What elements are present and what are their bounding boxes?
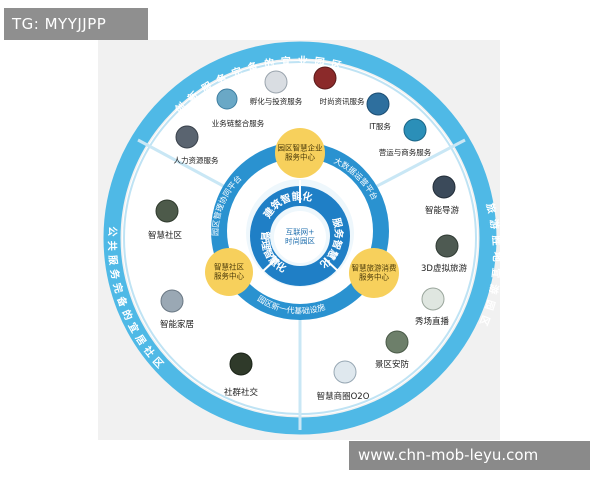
service-ops: 营运与商务服务 [379, 118, 432, 157]
core-center-label: 互联网+时尚园区 [285, 227, 315, 245]
hr-icon [175, 125, 199, 149]
o2o-icon [333, 360, 357, 384]
service-vr: 3D虚拟旅游 [421, 234, 467, 274]
watermark-bottom-text: www.chn-mob-leyu.com [358, 446, 539, 464]
chain-icon [216, 88, 238, 110]
label-fashion-info: 时尚资讯服务 [320, 96, 365, 106]
divider-right [359, 138, 466, 197]
label-community: 智慧社区 [148, 230, 183, 241]
live-icon [421, 287, 445, 311]
service-chain: 业务链整合服务 [212, 88, 265, 128]
watermark-bottom: www.chn-mob-leyu.com [349, 441, 590, 470]
label-o2o: 智慧商圈O2O [317, 391, 370, 402]
security-icon [385, 330, 409, 354]
label-hr: 人力资源服务 [174, 155, 219, 165]
service-live: 秀场直播 [415, 287, 450, 327]
community-icon [155, 199, 179, 223]
service-center-community: 智慧社区服务中心 [205, 248, 253, 296]
core-divider-right [323, 257, 340, 273]
label-chain: 业务链整合服务 [212, 118, 265, 128]
service-guide: 智能导游 [425, 175, 460, 216]
watermark-top-text: TG: MYYJJPP [12, 15, 107, 33]
label-it: IT服务 [369, 121, 391, 131]
service-incubation: 孵化与投资服务 [250, 70, 303, 106]
label-home: 智能家居 [160, 319, 194, 330]
home-icon [160, 289, 184, 313]
incubation-icon [264, 70, 288, 94]
label-live: 秀场直播 [415, 316, 450, 327]
service-center-enterprise-bubble [275, 128, 325, 178]
service-center-enterprise: 园区智慧企业服务中心 [275, 128, 325, 178]
label-ops: 营运与商务服务 [379, 147, 432, 157]
service-center-enterprise-label: 园区智慧企业服务中心 [278, 142, 323, 161]
watermark-top: TG: MYYJJPP [4, 8, 148, 40]
service-center-tourism-label: 智慧旅游消费服务中心 [352, 262, 397, 281]
label-vr: 3D虚拟旅游 [421, 263, 467, 274]
service-o2o: 智慧商圈O2O [317, 360, 370, 402]
service-center-community-label: 智慧社区服务中心 [214, 261, 244, 280]
service-center-tourism: 智慧旅游消费服务中心 [349, 248, 399, 298]
label-security: 景区安防 [375, 359, 410, 370]
service-security: 景区安防 [375, 330, 410, 370]
service-center-tourism-bubble [349, 248, 399, 298]
label-incubation: 孵化与投资服务 [250, 96, 303, 106]
ops-icon [403, 118, 427, 142]
social-icon [229, 352, 253, 376]
core-divider-left [261, 257, 278, 273]
label-guide: 智能导游 [425, 205, 460, 216]
service-home: 智能家居 [160, 289, 194, 330]
service-community: 智慧社区 [148, 199, 183, 241]
service-it: IT服务 [366, 92, 391, 131]
divider-left [137, 138, 241, 197]
service-hr: 人力资源服务 [174, 125, 219, 165]
core-center [274, 211, 326, 263]
guide-icon [432, 175, 456, 199]
label-social: 社群社交 [224, 387, 259, 398]
fashion-info-icon [313, 66, 337, 90]
vr-icon [435, 234, 459, 258]
it-icon [366, 92, 390, 116]
service-center-community-bubble [205, 248, 253, 296]
service-fashion-info: 时尚资讯服务 [313, 66, 365, 106]
service-social: 社群社交 [224, 352, 259, 398]
